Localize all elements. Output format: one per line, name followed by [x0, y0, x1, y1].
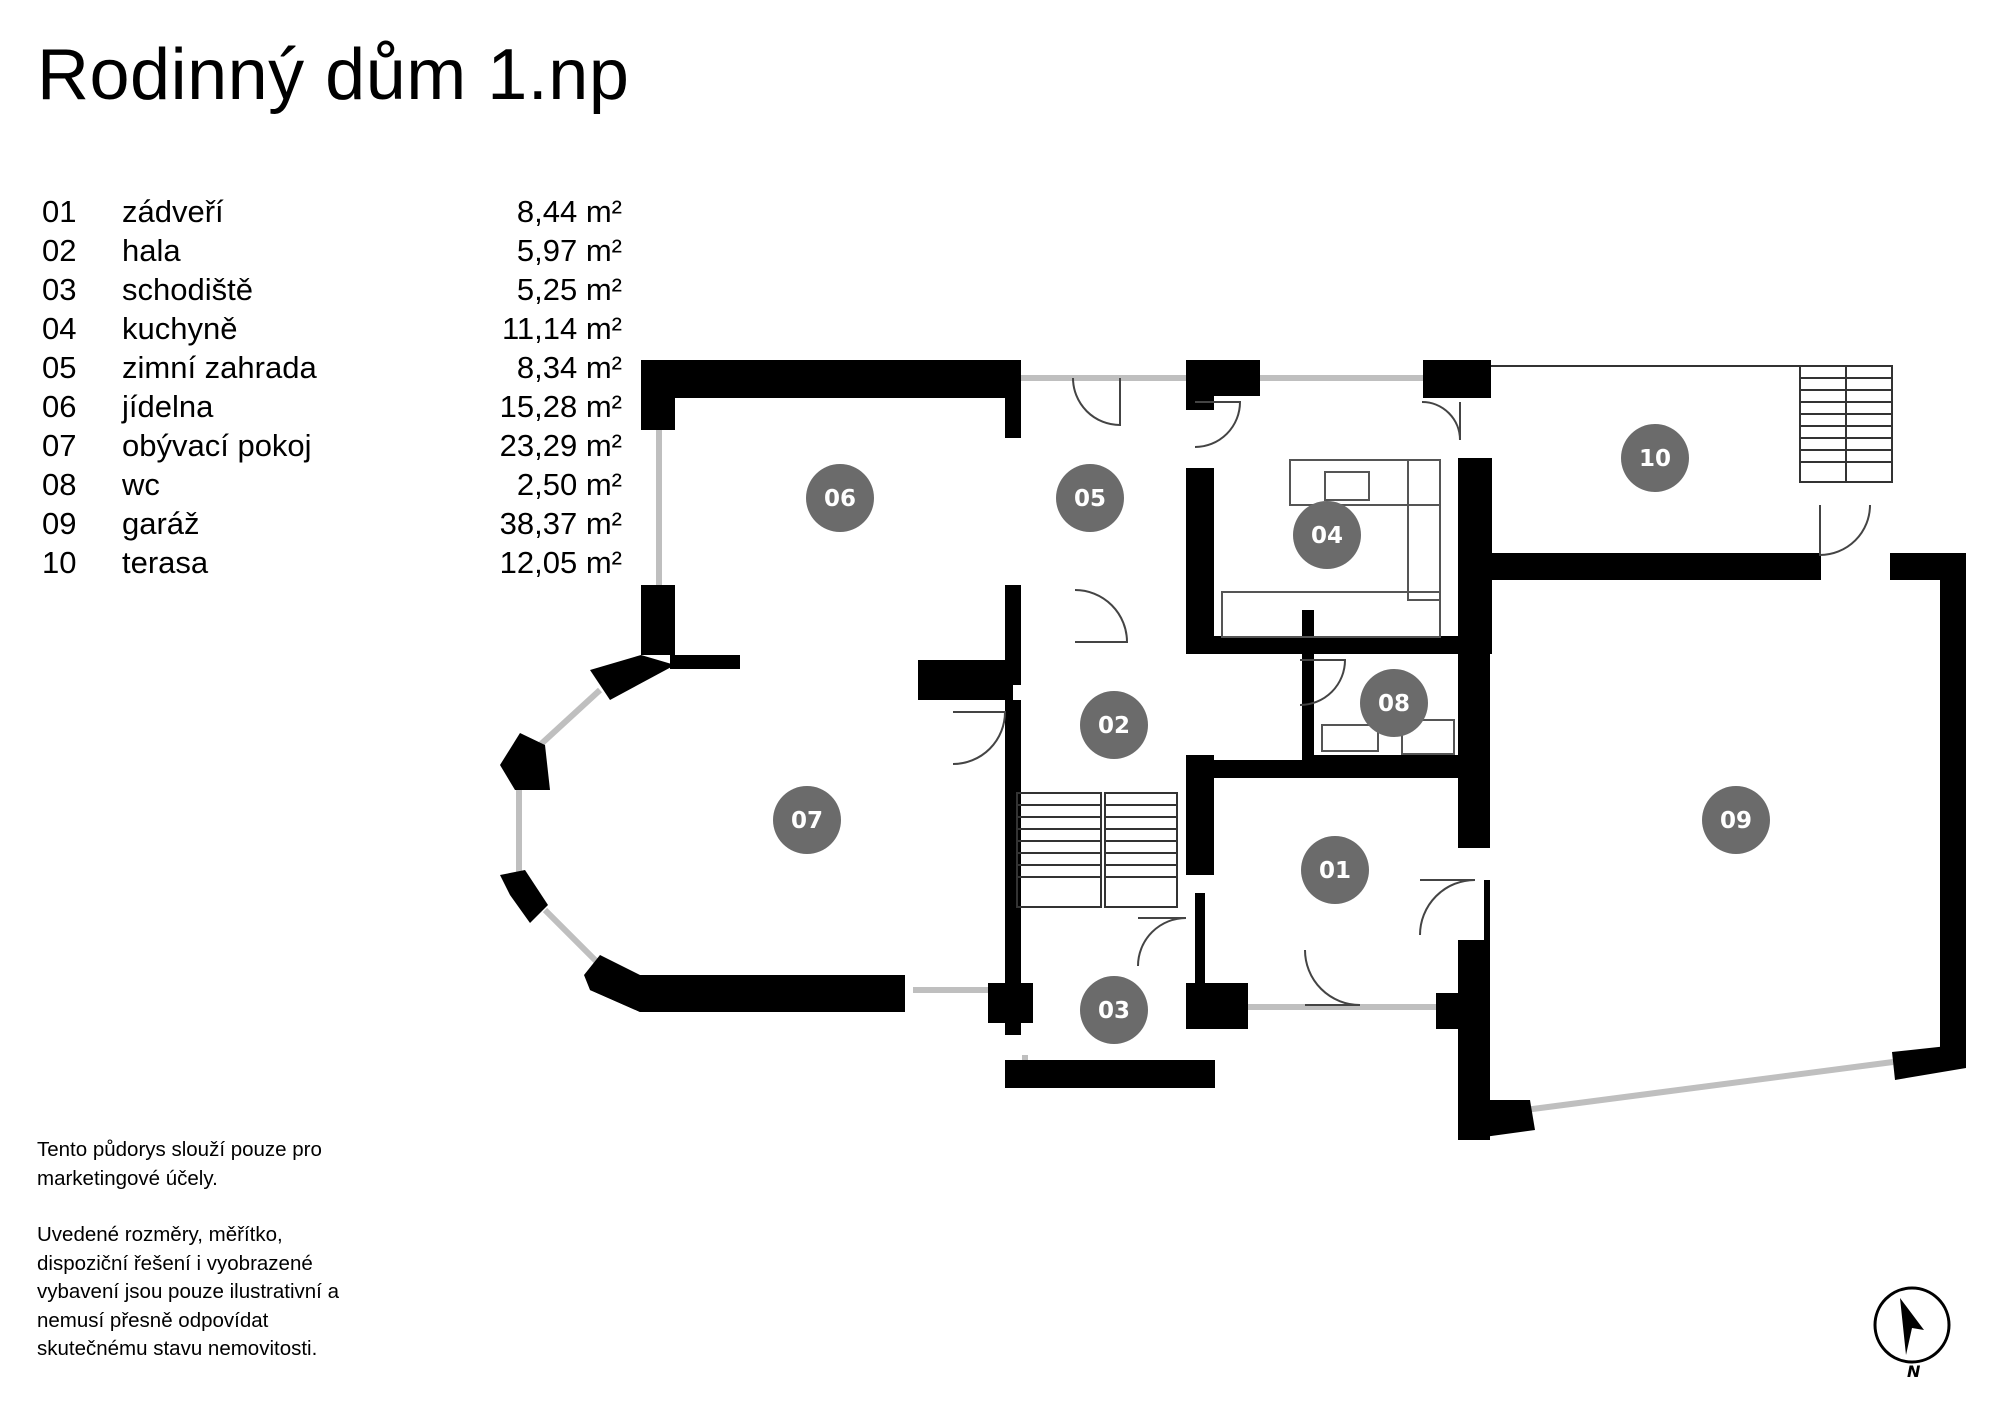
room-badge-05: 05	[1056, 464, 1124, 532]
legend-room-area: 5,25 m²	[516, 272, 622, 307]
legend-room-name: zádveří	[122, 194, 224, 229]
legend-row-03: 03 schodiště 5,25 m²	[42, 270, 622, 309]
room-badge-07: 07	[773, 786, 841, 854]
legend-row-10: 10 terasa 12,05 m²	[42, 543, 622, 582]
legend-room-name: garáž	[122, 506, 200, 541]
disclaimer: Tento půdorys slouží pouze pro marketing…	[37, 1136, 357, 1392]
legend-room-area: 12,05 m²	[499, 545, 622, 580]
room-badge-circle	[1293, 501, 1361, 569]
legend-room-area: 23,29 m²	[499, 428, 622, 463]
room-badge-10: 10	[1621, 424, 1689, 492]
legend-number: 07	[42, 428, 77, 463]
legend-room-area: 5,97 m²	[516, 233, 622, 268]
legend-room-name: terasa	[122, 545, 209, 580]
legend-number: 01	[42, 194, 77, 229]
room-badge-label: 05	[1074, 486, 1106, 512]
legend-row-01: 01 zádveří 8,44 m²	[42, 192, 622, 231]
room-badge-label: 02	[1098, 713, 1130, 739]
wc-fixtures	[1321, 719, 1455, 755]
room-badge-circle	[1080, 976, 1148, 1044]
legend-row-02: 02 hala 5,97 m²	[42, 231, 622, 270]
room-badge-circle	[1080, 691, 1148, 759]
legend-number: 05	[42, 350, 77, 385]
room-badge-03: 03	[1080, 976, 1148, 1044]
legend-room-area: 11,14 m²	[501, 311, 622, 346]
legend-number: 02	[42, 233, 77, 268]
legend-room-area: 38,37 m²	[499, 506, 622, 541]
stairs	[1016, 365, 1893, 908]
room-badge-label: 08	[1378, 691, 1410, 717]
room-badge-02: 02	[1080, 691, 1148, 759]
legend-row-05: 05 zimní zahrada 8,34 m²	[42, 348, 622, 387]
legend-row-08: 08 wc 2,50 m²	[42, 465, 622, 504]
legend-room-area: 8,34 m²	[516, 350, 622, 385]
room-badge-circle	[1621, 424, 1689, 492]
legend-number: 03	[42, 272, 77, 307]
legend-room-name: schodiště	[122, 272, 253, 307]
walls	[500, 360, 1966, 1140]
room-badge-08: 08	[1360, 669, 1428, 737]
legend-room-name: wc	[122, 467, 160, 502]
room-badge-circle	[773, 786, 841, 854]
legend-room-name: jídelna	[122, 389, 214, 424]
legend-number: 04	[42, 311, 77, 346]
windows	[516, 375, 1894, 1113]
compass-label: N	[1907, 1362, 1921, 1380]
legend-row-06: 06 jídelna 15,28 m²	[42, 387, 622, 426]
room-badge-circle	[1702, 786, 1770, 854]
legend-room-area: 2,50 m²	[516, 467, 622, 502]
legend-number: 06	[42, 389, 77, 424]
legend-row-07: 07 obývací pokoj 23,29 m²	[42, 426, 622, 465]
room-badge-09: 09	[1702, 786, 1770, 854]
legend-row-04: 04 kuchyně 11,14 m²	[42, 309, 622, 348]
room-badge-circle	[1301, 836, 1369, 904]
legend-room-area: 15,28 m²	[499, 389, 622, 424]
north-arrow-icon: N	[1873, 1286, 1951, 1380]
legend-room-name: hala	[122, 233, 181, 268]
room-badge-01: 01	[1301, 836, 1369, 904]
kitchen-counter	[1221, 459, 1441, 638]
room-badge-label: 10	[1639, 446, 1671, 472]
legend-number: 09	[42, 506, 77, 541]
disclaimer-paragraph-2: Uvedené rozměry, měřítko, dispoziční řeš…	[37, 1223, 339, 1360]
room-badge-circle	[806, 464, 874, 532]
room-badge-label: 03	[1098, 998, 1130, 1024]
room-badge-label: 07	[791, 808, 823, 834]
room-badge-label: 04	[1311, 523, 1343, 549]
legend-room-area: 8,44 m²	[516, 194, 622, 229]
room-badge-circle	[1056, 464, 1124, 532]
room-badge-04: 04	[1293, 501, 1361, 569]
legend-room-name: obývací pokoj	[122, 428, 312, 463]
legend-number: 08	[42, 467, 77, 502]
room-badge-label: 06	[824, 486, 856, 512]
legend-room-name: kuchyně	[122, 311, 238, 346]
legend-row-09: 09 garáž 38,37 m²	[42, 504, 622, 543]
room-badge-label: 01	[1319, 858, 1351, 884]
room-badge-06: 06	[806, 464, 874, 532]
legend-number: 10	[42, 545, 77, 580]
legend-room-name: zimní zahrada	[122, 350, 317, 385]
room-badge-label: 09	[1720, 808, 1752, 834]
disclaimer-paragraph-1: Tento půdorys slouží pouze pro marketing…	[37, 1138, 322, 1190]
doors	[952, 377, 1871, 1006]
room-legend: 01 zádveří 8,44 m² 02 hala 5,97 m² 03 sc…	[42, 192, 622, 582]
page-title: Rodinný dům 1.np	[37, 35, 630, 115]
room-badge-circle	[1360, 669, 1428, 737]
